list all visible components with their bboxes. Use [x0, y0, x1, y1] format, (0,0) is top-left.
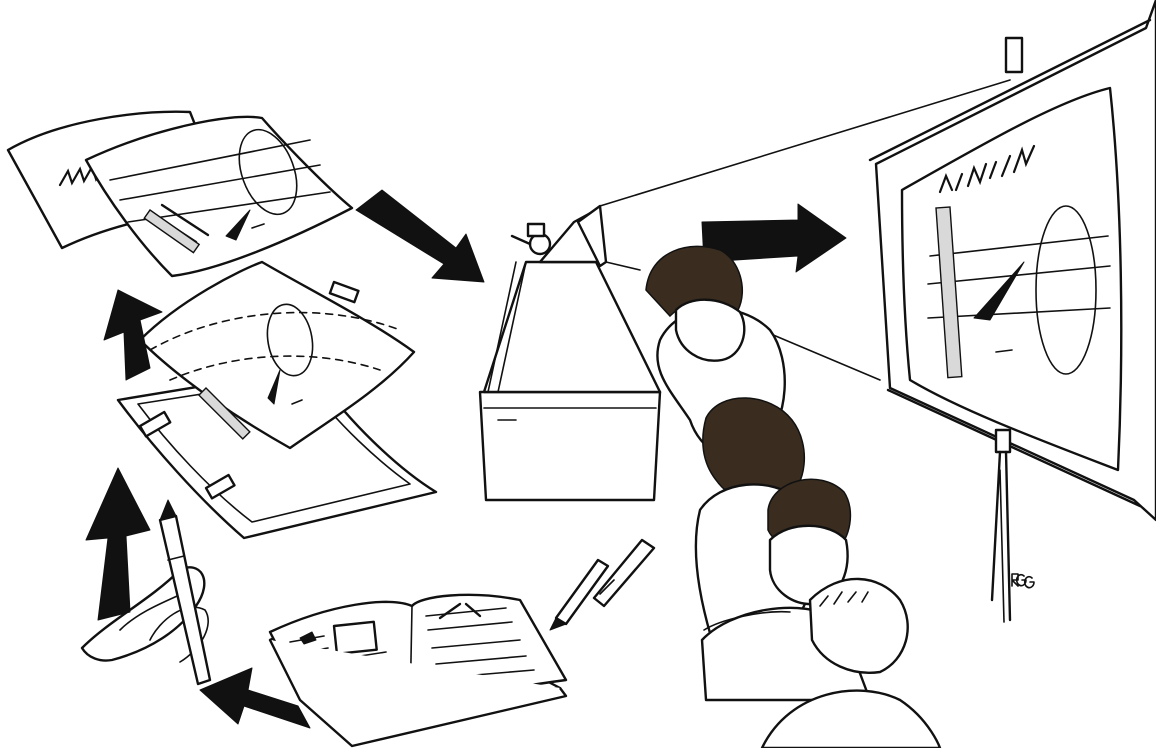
book-source	[268, 593, 568, 748]
arrow-book-to-pen	[199, 667, 311, 729]
projection-screen	[868, 0, 1156, 623]
arrow-up-to-masters	[103, 289, 163, 381]
pen-and-tape	[80, 499, 212, 686]
marker-pens	[549, 538, 656, 631]
overhead-projector	[478, 204, 662, 502]
audience	[645, 245, 942, 748]
artist-signature	[1011, 573, 1035, 589]
arrow-up-to-frame	[85, 467, 151, 621]
master-transparencies	[6, 110, 354, 278]
arrow-to-projector	[355, 189, 485, 283]
transparency-frame	[116, 260, 438, 540]
